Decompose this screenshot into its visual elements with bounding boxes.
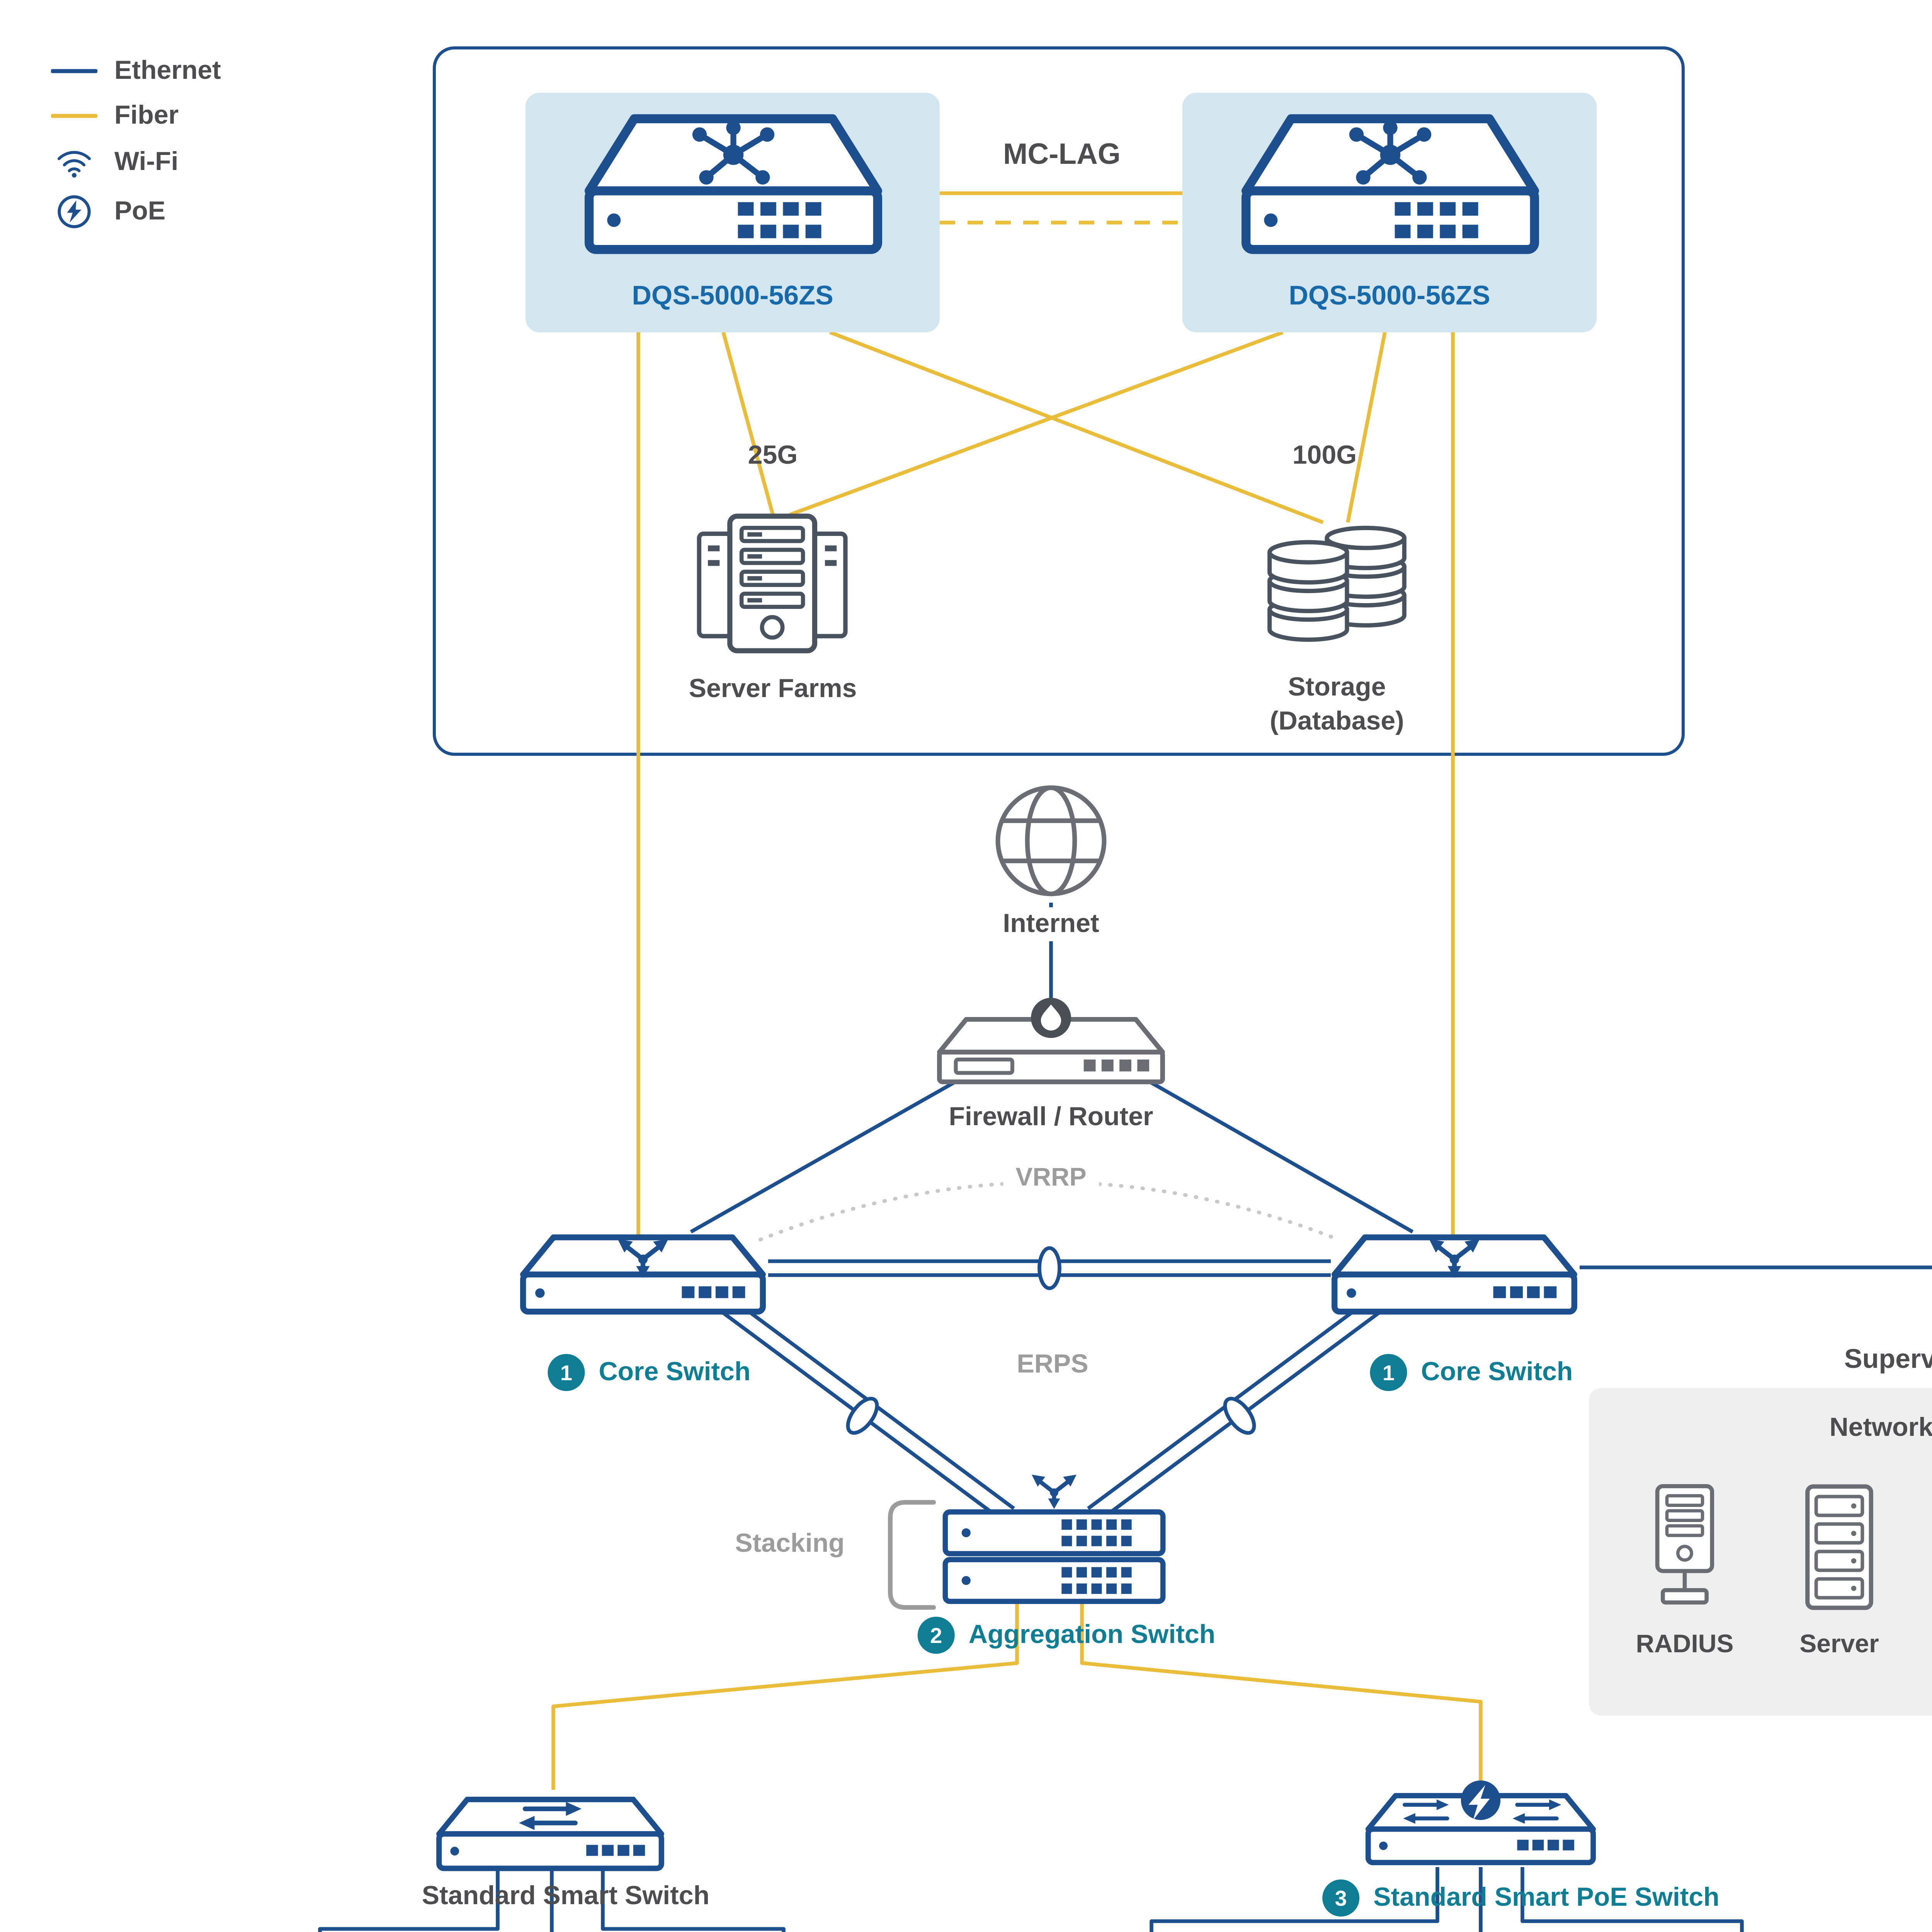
storage-label: Storage (Database) xyxy=(1270,671,1404,739)
smart-switch-node xyxy=(433,1784,668,1875)
core-switch-icon xyxy=(515,1227,770,1318)
supervision-center-label: Supervision center xyxy=(1844,1343,1932,1374)
legend-row-ethernet: Ethernet xyxy=(49,56,221,87)
poe-switch-label: Standard Smart PoE Switch xyxy=(1373,1883,1719,1912)
datacenter-group-border xyxy=(433,46,1685,756)
poe-switch-node xyxy=(1359,1774,1603,1869)
supervision-panel: Network Management nuclias connect RADIU… xyxy=(1589,1388,1932,1716)
core-switch-left-node xyxy=(515,1227,770,1318)
dqs-switch-left-label: DQS-5000-56ZS xyxy=(632,280,833,311)
ethernet-links xyxy=(318,903,1932,1932)
internet-node: Internet xyxy=(991,781,1111,942)
core-switch-right-caption: 1 Core Switch xyxy=(1370,1354,1573,1391)
server-farms-icon xyxy=(691,510,855,657)
stacking-label: Stacking xyxy=(735,1529,845,1558)
storage-node: Storage (Database) xyxy=(1257,519,1417,739)
storage-label-line1: Storage xyxy=(1288,672,1386,702)
stacking-bracket xyxy=(888,1500,936,1610)
legend-label-fiber: Fiber xyxy=(114,100,179,130)
poe-icon xyxy=(49,193,99,230)
storage-icon xyxy=(1257,519,1417,657)
datacenter-switch-icon xyxy=(1231,110,1548,272)
aggregation-label: Aggregation Switch xyxy=(968,1620,1216,1649)
legend-row-wifi: Wi-Fi xyxy=(49,145,221,179)
erps-ring-marker xyxy=(846,1396,879,1435)
core-switch-right-node xyxy=(1327,1227,1582,1318)
aggregation-switch-node xyxy=(927,1470,1181,1614)
aggregation-caption: 2 Aggregation Switch xyxy=(917,1617,1216,1654)
radius-label: RADIUS xyxy=(1636,1631,1734,1658)
aggregation-badge: 2 xyxy=(917,1617,955,1654)
ethernet-line-icon xyxy=(49,65,99,77)
datacenter-switch-icon xyxy=(574,110,891,272)
dqs-switch-card-right: DQS-5000-56ZS xyxy=(1182,93,1597,332)
core-switch-right-label: Core Switch xyxy=(1421,1357,1573,1386)
radius-server-node xyxy=(1635,1481,1734,1612)
internet-label: Internet xyxy=(992,907,1110,942)
radius-server-icon xyxy=(1635,1481,1734,1612)
dqs-switch-right-label: DQS-5000-56ZS xyxy=(1289,280,1490,311)
legend-row-poe: PoE xyxy=(49,193,221,230)
fiber-line-icon xyxy=(49,110,99,122)
link-speed-100g: 100G xyxy=(1292,440,1357,470)
server-farms-label: Server Farms xyxy=(689,674,857,703)
core-switch-right-badge: 1 xyxy=(1370,1354,1407,1391)
mclag-label: MC-LAG xyxy=(1003,139,1121,172)
firewall-node: Firewall / Router xyxy=(932,992,1170,1134)
smart-switch-icon xyxy=(433,1784,668,1875)
firewall-icon xyxy=(932,992,1170,1088)
poe-switch-badge: 3 xyxy=(1322,1879,1360,1917)
server-label: Server xyxy=(1799,1631,1879,1658)
core-switch-left-label: Core Switch xyxy=(599,1357,751,1386)
core-switch-left-caption: 1 Core Switch xyxy=(548,1354,751,1391)
server-icon xyxy=(1794,1481,1884,1614)
legend: Ethernet Fiber Wi-Fi PoE xyxy=(49,56,221,230)
server-farms-node: Server Farms xyxy=(689,510,857,706)
poe-switch-caption: 3 Standard Smart PoE Switch xyxy=(1322,1879,1719,1917)
storage-label-line2: (Database) xyxy=(1270,706,1404,736)
legend-label-ethernet: Ethernet xyxy=(114,56,221,85)
network-management-label: Network Management xyxy=(1829,1413,1932,1442)
fiber-links xyxy=(551,191,1483,1790)
core-switch-left-badge: 1 xyxy=(548,1354,585,1391)
wifi-icon xyxy=(49,145,99,179)
internet-globe-icon xyxy=(991,781,1111,901)
erps-label: ERPS xyxy=(1017,1349,1088,1379)
erps-ring-marker xyxy=(1223,1396,1256,1435)
core-switch-icon xyxy=(1327,1227,1582,1318)
vrrp-label: VRRP xyxy=(1003,1162,1099,1194)
legend-label-poe: PoE xyxy=(114,196,166,226)
smart-switch-label: Standard Smart Switch xyxy=(422,1881,710,1910)
link-speed-25g: 25G xyxy=(748,440,798,470)
aggregation-switch-icon xyxy=(927,1470,1181,1614)
dqs-switch-card-left: DQS-5000-56ZS xyxy=(526,93,940,332)
legend-label-wifi: Wi-Fi xyxy=(114,147,179,176)
erps-ring-marker xyxy=(1037,1246,1061,1290)
legend-row-fiber: Fiber xyxy=(49,100,221,131)
firewall-label: Firewall / Router xyxy=(949,1102,1153,1131)
management-server-node xyxy=(1794,1481,1884,1614)
poe-switch-icon xyxy=(1359,1774,1603,1869)
